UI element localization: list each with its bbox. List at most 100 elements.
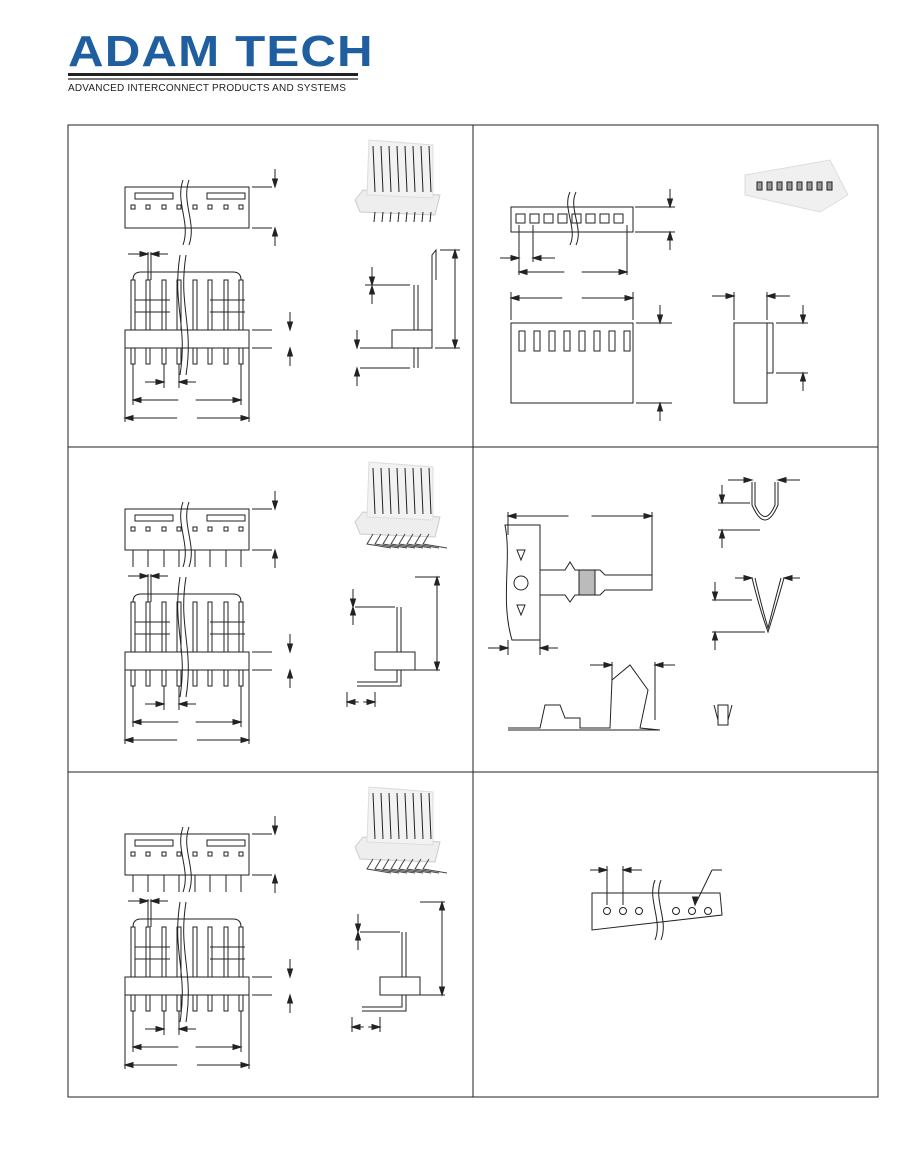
header-pin	[207, 347, 213, 365]
dimension-arrow-icon	[271, 548, 279, 559]
header-pin	[192, 926, 198, 978]
dimension-arrow-icon	[743, 574, 754, 582]
housing-slot	[608, 330, 616, 352]
connector-pin	[398, 533, 424, 549]
housing-wall	[431, 248, 437, 330]
dimension-arrow-icon	[232, 718, 243, 726]
break-line	[567, 191, 573, 246]
connector-pin	[420, 792, 424, 840]
dimension-arrow-icon	[353, 366, 361, 377]
dimension-arrow-icon	[286, 321, 294, 332]
dimension-arrow-icon	[354, 923, 362, 934]
drawing-line	[713, 704, 719, 721]
header-pin	[145, 994, 151, 1012]
dimension-arrow-icon	[155, 378, 166, 386]
connector-pin	[380, 145, 384, 193]
header-body	[124, 329, 250, 349]
header-side-profile	[374, 651, 416, 671]
dimension-arrow-icon	[718, 528, 726, 539]
connector-pin	[413, 211, 416, 223]
pin-hole	[130, 526, 136, 532]
dimension-arrow-icon	[286, 993, 294, 1004]
dimension-arrow-icon	[621, 866, 632, 874]
housing-photo-cavity	[816, 181, 823, 191]
dimension-arrow-icon	[603, 661, 614, 669]
header-pin	[161, 601, 167, 653]
pin-hole	[130, 204, 136, 210]
dimension-arrow-icon	[155, 700, 166, 708]
terminal-carrier-strip	[504, 524, 541, 641]
drawing-rect	[206, 514, 246, 522]
header-pin	[130, 601, 136, 653]
header-pin	[192, 347, 198, 365]
connector-pin	[422, 533, 448, 549]
connector-pin	[422, 858, 448, 874]
dimension-arrow-icon	[718, 494, 726, 505]
housing-slot	[578, 330, 586, 352]
dimension-arrow-icon	[499, 644, 510, 652]
housing-photo-cavity	[806, 181, 813, 191]
header-pin	[130, 994, 136, 1012]
housing-side-view	[733, 322, 768, 404]
dimension-arrow-icon	[349, 605, 357, 616]
housing-cavity	[585, 213, 596, 224]
crimp-profile	[754, 482, 776, 517]
dimension-arrow-icon	[354, 930, 362, 941]
drawing-line	[727, 704, 733, 721]
dimension-arrow-icon	[366, 698, 377, 706]
pcb-hole	[603, 907, 611, 915]
housing-slot	[518, 330, 526, 352]
housing-photo-cavity	[796, 181, 803, 191]
housing-cavity	[529, 213, 540, 224]
pin-hole	[176, 526, 182, 532]
housing-photo-cavity	[766, 181, 773, 191]
connector-pin	[406, 533, 432, 549]
dimension-arrow-icon	[271, 226, 279, 237]
connector-pin	[421, 211, 424, 223]
connector-pin	[420, 467, 424, 515]
dimension-arrow-icon	[711, 630, 719, 641]
pcb-hole	[672, 907, 680, 915]
header-pin	[192, 669, 198, 687]
dimension-arrow-icon	[131, 718, 142, 726]
dimension-arrow-icon	[433, 661, 441, 672]
housing-slot	[623, 330, 631, 352]
dimension-arrow-icon	[271, 178, 279, 189]
dimension-arrow-icon	[538, 644, 549, 652]
dimension-arrow-icon	[725, 292, 736, 300]
pin-hole	[176, 204, 182, 210]
housing-slot	[563, 330, 571, 352]
connector-pin	[390, 858, 416, 874]
connector-pin	[397, 211, 400, 223]
connector-photo	[366, 786, 434, 846]
pcb-hole	[688, 907, 696, 915]
housing-cavity	[543, 213, 554, 224]
connector-pin	[372, 145, 376, 193]
pin-hole	[145, 204, 151, 210]
header-pin	[238, 347, 244, 365]
pin-hole	[176, 851, 182, 857]
dimension-arrow-icon	[509, 294, 520, 302]
pin-outline	[132, 271, 242, 281]
header-pin	[145, 347, 151, 365]
header-pin	[176, 347, 182, 365]
dimension-arrow-icon	[139, 897, 150, 905]
header-pin	[223, 601, 229, 653]
dimension-arrow-icon	[353, 339, 361, 350]
connector-pin	[388, 792, 392, 840]
header-pin	[238, 669, 244, 687]
dimension-arrow-icon	[240, 1061, 251, 1069]
pin-hole	[223, 204, 229, 210]
pin-hole	[223, 526, 229, 532]
header-pin	[161, 669, 167, 687]
header-pin	[223, 669, 229, 687]
drawings	[123, 139, 849, 1069]
dimension-arrow-icon	[271, 873, 279, 884]
connector-pin	[428, 467, 432, 515]
connector-pin	[396, 145, 400, 193]
dimension-arrow-icon	[350, 1023, 361, 1031]
connector-pin	[373, 211, 376, 223]
dimension-arrow-icon	[149, 250, 160, 258]
dimension-arrow-icon	[131, 396, 142, 404]
connector-pin	[390, 533, 416, 549]
